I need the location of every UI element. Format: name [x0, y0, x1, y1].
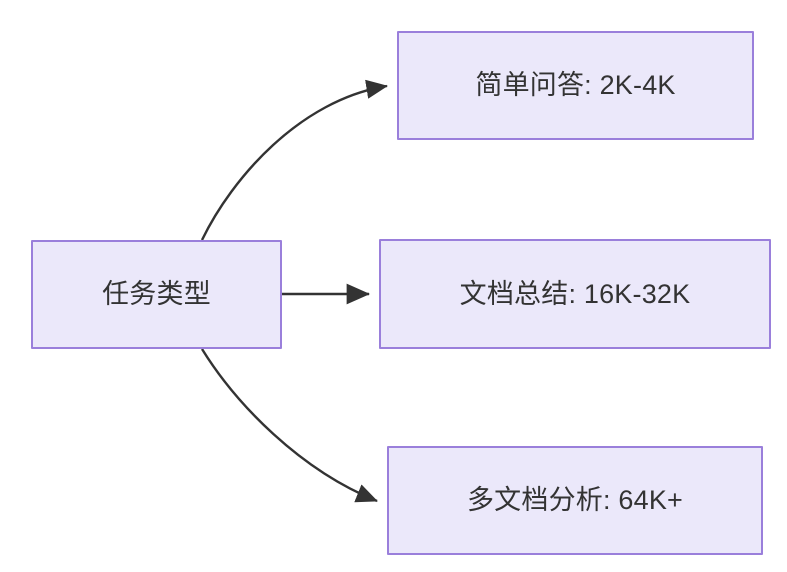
edge-source-to-simple-qa — [200, 79, 388, 241]
node-doc-summary[interactable]: 文档总结: 16K-32K — [379, 239, 771, 349]
node-task-type[interactable]: 任务类型 — [31, 240, 282, 349]
node-simple-qa-label: 简单问答: 2K-4K — [475, 70, 676, 100]
node-multi-doc-label: 多文档分析: 64K+ — [466, 485, 683, 515]
node-simple-qa[interactable]: 简单问答: 2K-4K — [397, 31, 754, 140]
node-doc-summary-label: 文档总结: 16K-32K — [459, 278, 691, 309]
node-task-type-label: 任务类型 — [102, 279, 211, 309]
node-multi-doc[interactable]: 多文档分析: 64K+ — [387, 446, 763, 555]
edge-source-to-multi-doc — [200, 348, 378, 503]
